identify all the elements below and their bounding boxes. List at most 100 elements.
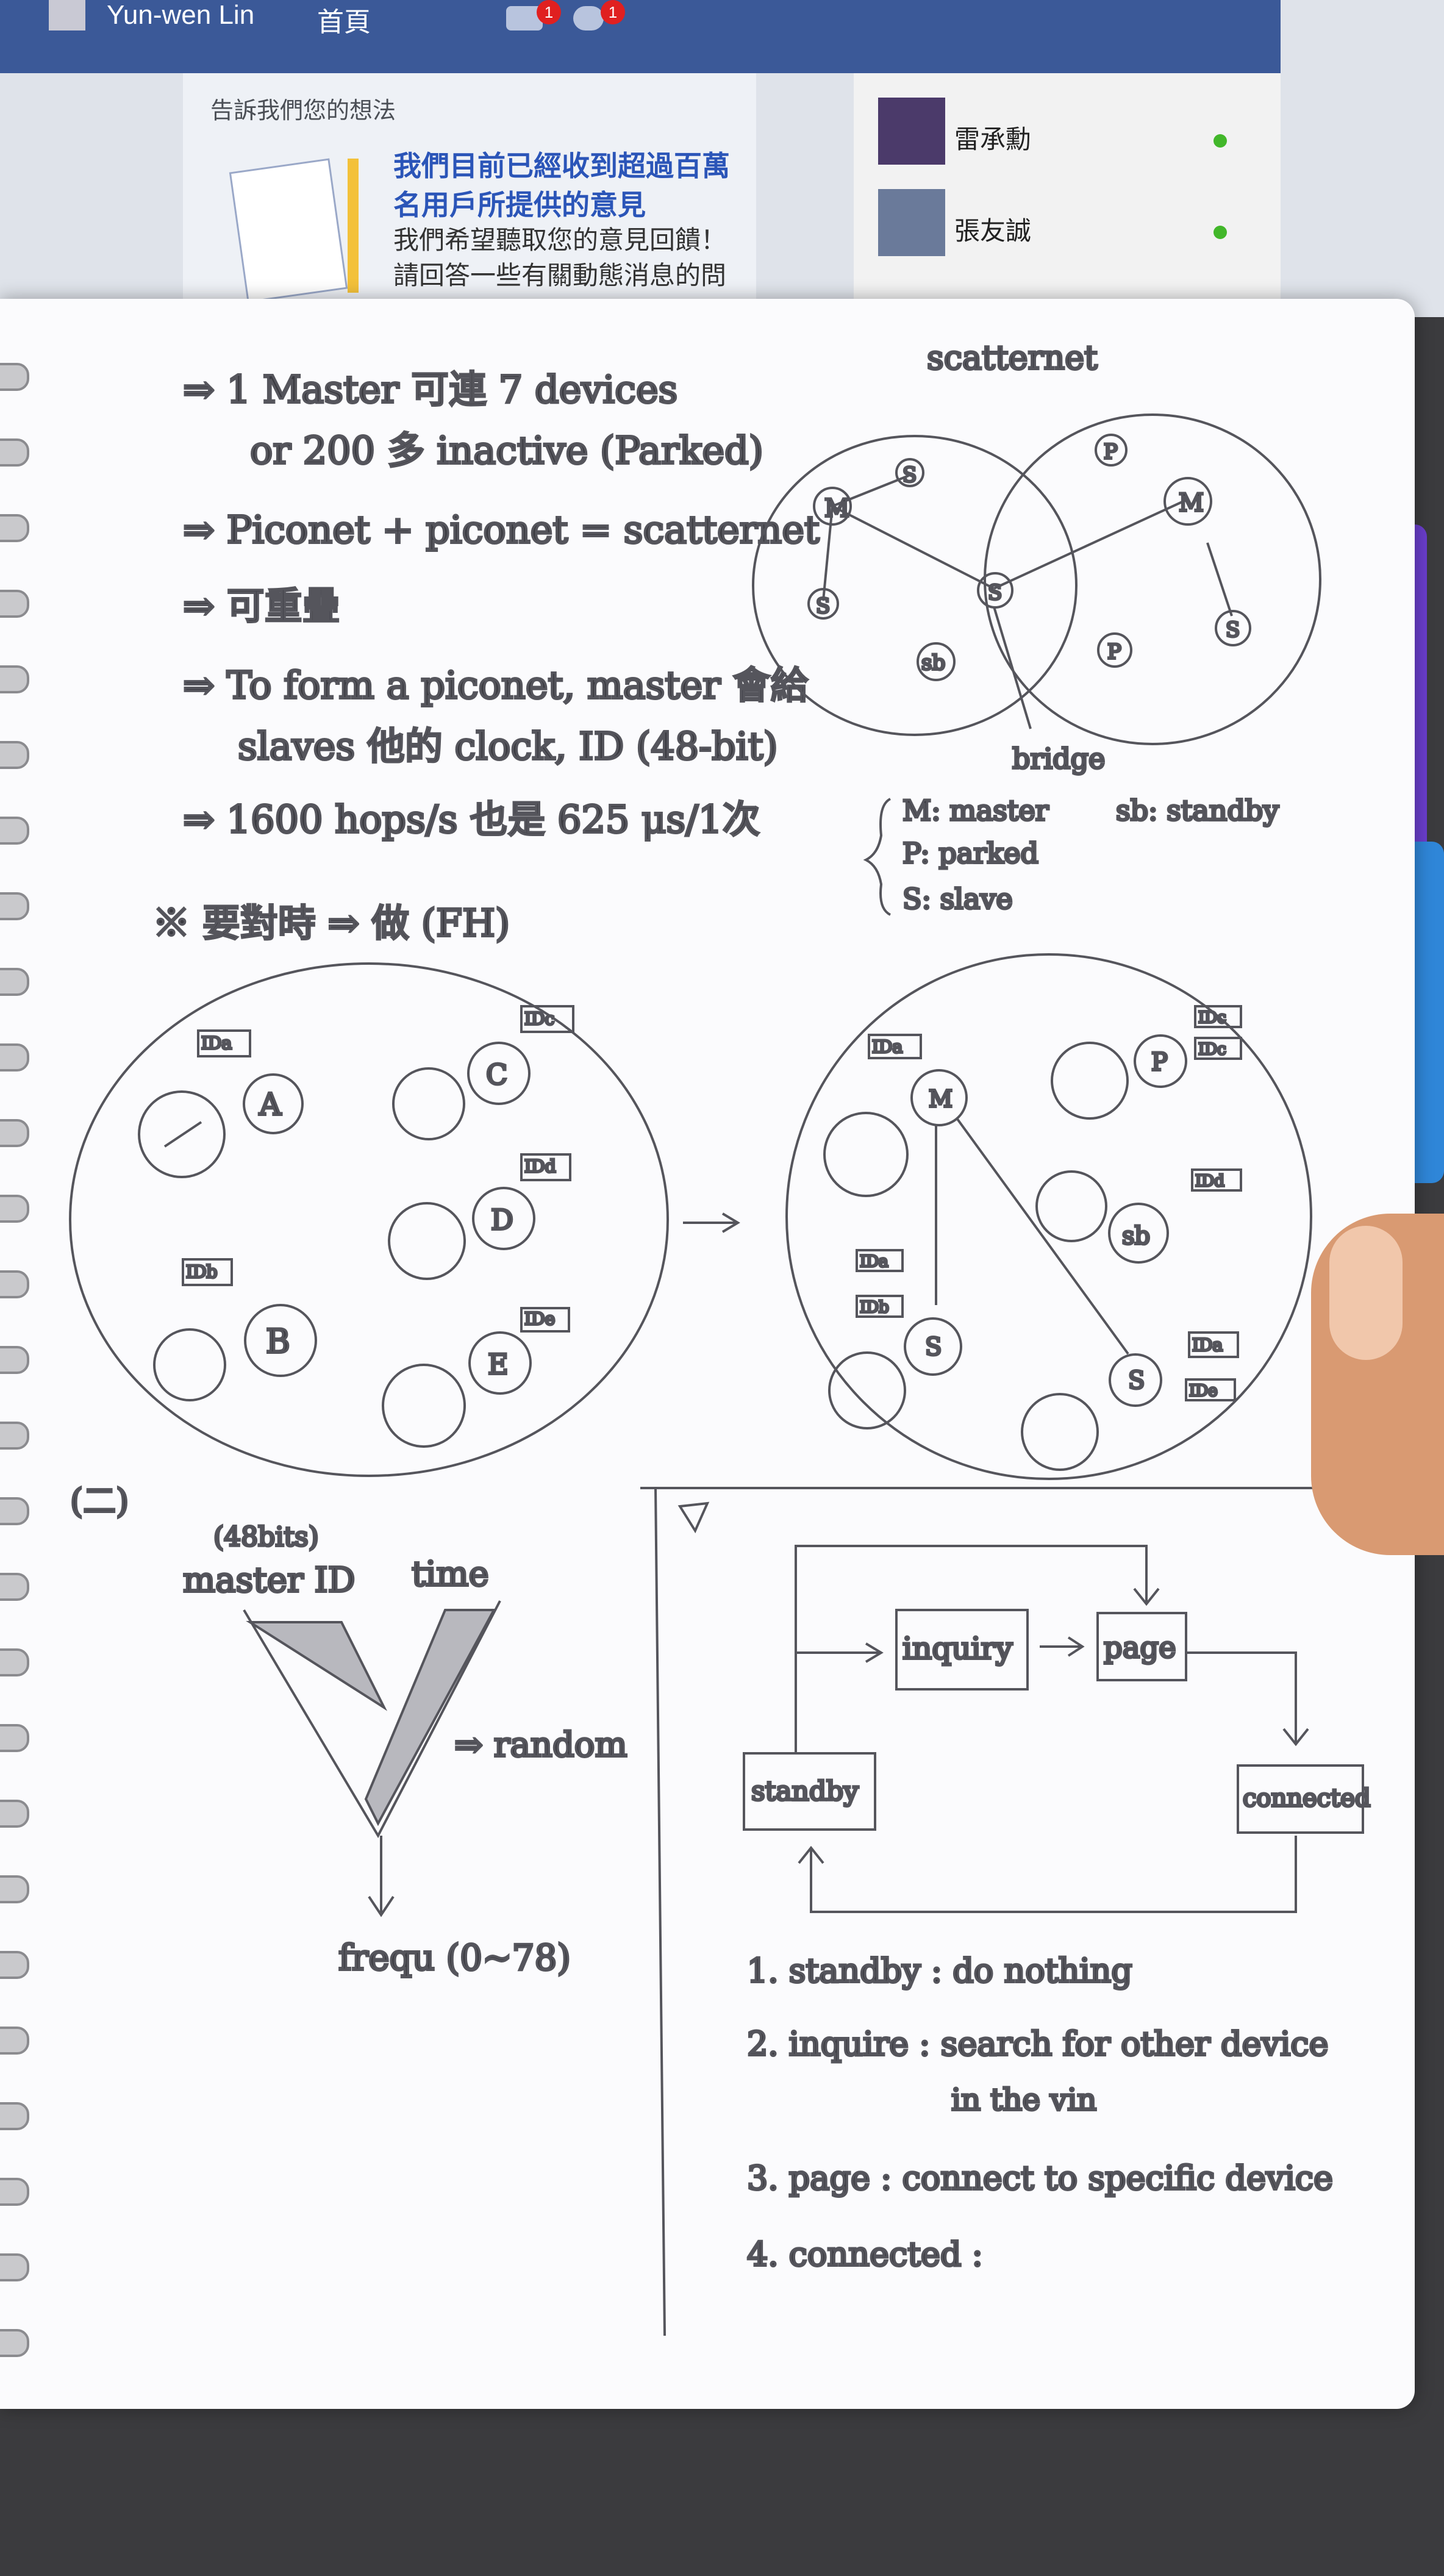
note-line-2: or 200 多 inactive (Parked) — [250, 428, 763, 473]
spiral-ring — [0, 741, 29, 769]
id-tag-slave-1b — [856, 1295, 904, 1318]
node-label: M — [824, 495, 849, 523]
device-standby — [1108, 1203, 1169, 1264]
node-standby-1 — [917, 642, 956, 681]
spiral-ring — [0, 363, 29, 391]
id-label: IDe — [524, 1309, 555, 1329]
device-e — [468, 1331, 532, 1395]
spiral-ring — [0, 1800, 29, 1828]
device-a — [243, 1073, 304, 1134]
device-label: sb — [1122, 1222, 1150, 1250]
device-label: D — [491, 1203, 513, 1236]
node-label: S — [1226, 618, 1240, 642]
handwritten-notes: ⇒ 1 Master 可連 7 devices or 200 多 inactiv… — [69, 337, 1372, 2336]
notepad-illustration — [229, 158, 348, 303]
feedback-bold-line-1[interactable]: 我們目前已經收到超過百萬 — [393, 150, 730, 182]
id-tag-master — [868, 1034, 922, 1059]
device-master — [910, 1069, 968, 1126]
node-label: M — [1179, 489, 1204, 517]
state-list-4: 4. connected : — [747, 2235, 983, 2274]
friend-avatar[interactable] — [878, 98, 945, 165]
state-label: standby — [751, 1776, 859, 1807]
notifications-icon[interactable] — [573, 6, 604, 30]
spiral-ring — [0, 1497, 29, 1525]
notifications-badge: 1 — [601, 0, 625, 24]
node-label: S — [988, 581, 1002, 605]
state-list-3: 3. page : connect to specific device — [747, 2159, 1333, 2197]
feedback-body-line-1: 我們希望聽取您的意見回饋！ — [393, 226, 727, 254]
legend-slave: S: slave — [902, 882, 1013, 915]
device-slave-2 — [1109, 1353, 1162, 1407]
note-line-5: ⇒ To form a piconet, master 會給 — [183, 663, 808, 707]
spiral-ring — [0, 1724, 29, 1752]
spiral-ring — [0, 1875, 29, 1903]
id-label: IDb — [860, 1298, 889, 1317]
clock-e — [382, 1364, 466, 1448]
node-parked-2 — [1097, 632, 1132, 668]
user-name-link[interactable]: Yun-wen Lin — [107, 0, 255, 30]
id-label: IDa — [872, 1037, 902, 1057]
id-label: IDc — [524, 1009, 554, 1029]
device-label: P — [1151, 1048, 1168, 1076]
inquiry-box — [895, 1609, 1029, 1690]
id-tag-d — [520, 1153, 571, 1181]
id-label: IDa — [860, 1253, 888, 1271]
profile-avatar[interactable] — [49, 0, 85, 30]
note-line-4: ⇒ 可重疊 — [183, 584, 340, 628]
spiral-ring — [0, 514, 29, 542]
id-tag-b — [182, 1258, 233, 1286]
node-label: P — [1104, 440, 1118, 464]
spiral-ring — [0, 1422, 29, 1450]
legend-master: M: master — [902, 794, 1049, 827]
spiral-ring — [0, 2329, 29, 2357]
friend-name[interactable]: 張友誠 — [954, 216, 1032, 245]
id-tag-c — [520, 1005, 574, 1033]
state-list-1: 1. standby : do nothing — [747, 1952, 1132, 1990]
node-parked-1 — [1095, 434, 1128, 467]
friend-name[interactable]: 雷承勳 — [954, 125, 1032, 154]
id-tag-a — [197, 1029, 251, 1057]
spiral-ring — [0, 2027, 29, 2055]
clock-c — [392, 1067, 465, 1140]
device-label: B — [266, 1322, 290, 1361]
legend-standby: sb: standby — [1116, 794, 1279, 827]
thumbnail — [1329, 1226, 1403, 1360]
spiral-ring — [0, 1043, 29, 1072]
id-label: IDb — [186, 1262, 217, 1282]
state-label: page — [1104, 1631, 1176, 1665]
node-slave-3 — [1215, 610, 1251, 646]
clock-d — [388, 1202, 466, 1280]
state-list-2b: in the vin — [951, 2082, 1096, 2117]
fh-heading: ※ 要對時 ⇒ 做 (FH) — [152, 901, 510, 945]
id-tag-slave-2a — [1188, 1331, 1239, 1358]
spiral-ring — [0, 1951, 29, 1979]
clock-standby — [1035, 1170, 1107, 1242]
device-label: C — [486, 1058, 507, 1091]
feedback-bold-line-2[interactable]: 名用戶所提供的意見 — [393, 189, 646, 221]
state-label: inquiry — [902, 1631, 1013, 1666]
device-label: M — [929, 1086, 953, 1112]
clock-a — [138, 1090, 226, 1178]
node-bridge-slave — [977, 572, 1013, 609]
fh-left-circle — [69, 962, 669, 1477]
note-line-1: ⇒ 1 Master 可連 7 devices — [183, 367, 677, 412]
clock-master — [823, 1112, 909, 1197]
facebook-top-bar: Yun-wen Lin 首頁 1 1 — [0, 0, 1281, 73]
id-label: IDa — [201, 1033, 232, 1053]
home-link[interactable]: 首頁 — [317, 7, 371, 37]
spiral-ring — [0, 1119, 29, 1147]
feedback-panel: 告訴我們您的想法 我們目前已經收到超過百萬 名用戶所提供的意見 我們希望聽取您的… — [183, 73, 756, 325]
feedback-heading: 告訴我們您的想法 — [210, 98, 396, 124]
spiral-ring — [0, 2102, 29, 2130]
friend-avatar[interactable] — [878, 189, 945, 256]
node-master-2 — [1163, 477, 1212, 526]
fh-right-circle — [785, 953, 1312, 1480]
bridge-label: bridge — [1012, 742, 1105, 775]
id-label: IDc — [1198, 1040, 1226, 1059]
device-d — [472, 1187, 535, 1250]
piconet-circle-right — [984, 413, 1321, 745]
id-tag-parked-1 — [1194, 1005, 1242, 1028]
node-label: S — [816, 594, 830, 618]
node-slave-2 — [807, 588, 839, 620]
frequency-label: frequ (0~78) — [338, 1937, 571, 1978]
